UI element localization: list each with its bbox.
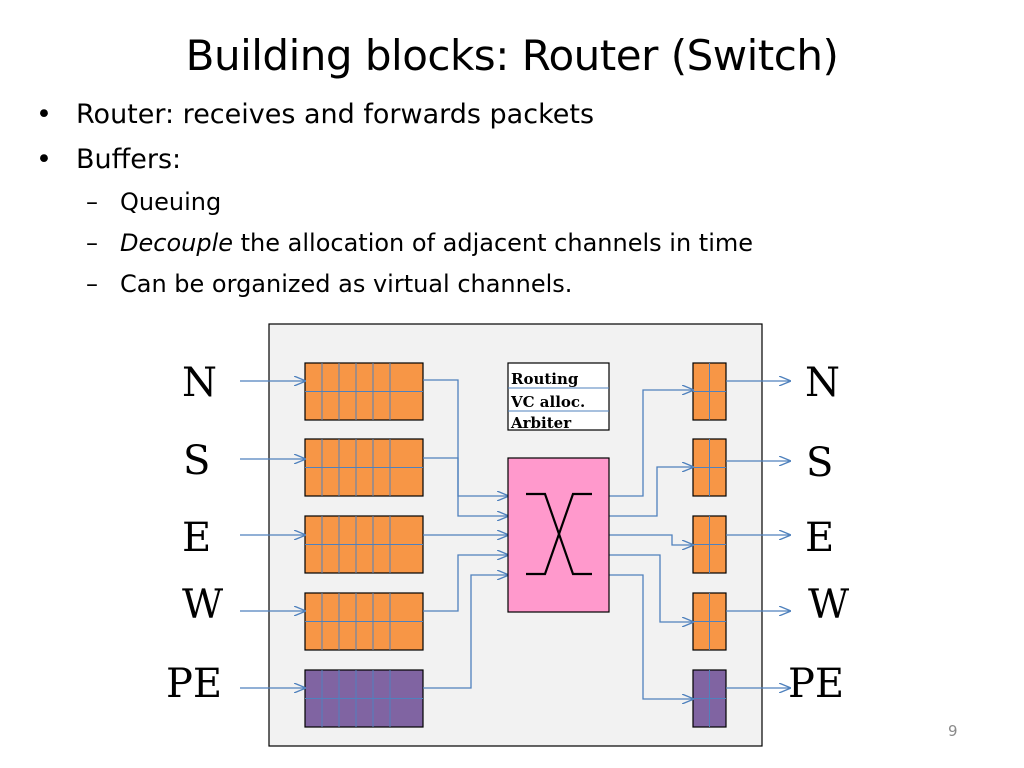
bullet-list: • Router: receives and forwards packets …: [36, 92, 753, 305]
crossbar-output-wire: [609, 554, 693, 622]
emphasis-decouple: Decouple: [120, 229, 234, 257]
sub-bullet-text: Can be organized as virtual channels.: [120, 270, 573, 298]
input-port-label: W: [182, 582, 223, 628]
output-port-label: S: [806, 440, 833, 486]
crossbar-input-wire: [423, 575, 508, 689]
bullet-text: Router: receives and forwards packets: [76, 99, 595, 130]
crossbar-output-wire: [609, 467, 693, 517]
slide-number: 9: [948, 722, 958, 740]
bullet-mark: •: [36, 99, 52, 130]
bullet-text: Buffers:: [76, 144, 182, 175]
crossbar-symbol: [526, 492, 592, 576]
sub-bullet-text: Queuing: [120, 188, 222, 216]
dash-mark: –: [86, 270, 98, 298]
sub-bullet-decouple: – Decouple the allocation of adjacent ch…: [36, 223, 753, 264]
input-port-label: PE: [166, 661, 222, 707]
sub-bullet-queuing: – Queuing: [36, 182, 753, 223]
crossbar: [507, 457, 610, 613]
crossbar-input-wire: [423, 457, 508, 516]
crossbar-output-wire: [609, 534, 693, 545]
slide-title: Building blocks: Router (Switch): [185, 31, 839, 80]
bullet-mark: •: [36, 144, 52, 175]
control-block: Routing VC alloc. Arbiter: [507, 362, 610, 432]
sub-bullet-text: the allocation of adjacent channels in t…: [233, 229, 754, 257]
crossbar-input-wire: [423, 379, 508, 496]
crossbar-output-wire: [609, 390, 693, 497]
control-arbiter: Arbiter: [510, 414, 572, 432]
output-port-label: E: [805, 515, 834, 561]
bullet-router: • Router: receives and forwards packets: [36, 92, 753, 137]
control-routing: Routing: [511, 370, 579, 388]
sub-bullet-virtual-channels: – Can be organized as virtual channels.: [36, 264, 753, 305]
input-port-label: N: [182, 360, 217, 406]
input-port-label: E: [182, 515, 211, 561]
bullet-buffers: • Buffers:: [36, 137, 753, 182]
crossbar-output-wire: [609, 574, 693, 699]
crossbar-input-wire: [423, 555, 508, 612]
control-vc-alloc: VC alloc.: [510, 393, 585, 411]
output-port-label: N: [805, 360, 840, 406]
dash-mark: –: [86, 229, 98, 257]
dash-mark: –: [86, 188, 98, 216]
output-port-label: W: [808, 582, 849, 628]
input-port-label: S: [183, 438, 210, 484]
output-port-label: PE: [788, 661, 844, 707]
